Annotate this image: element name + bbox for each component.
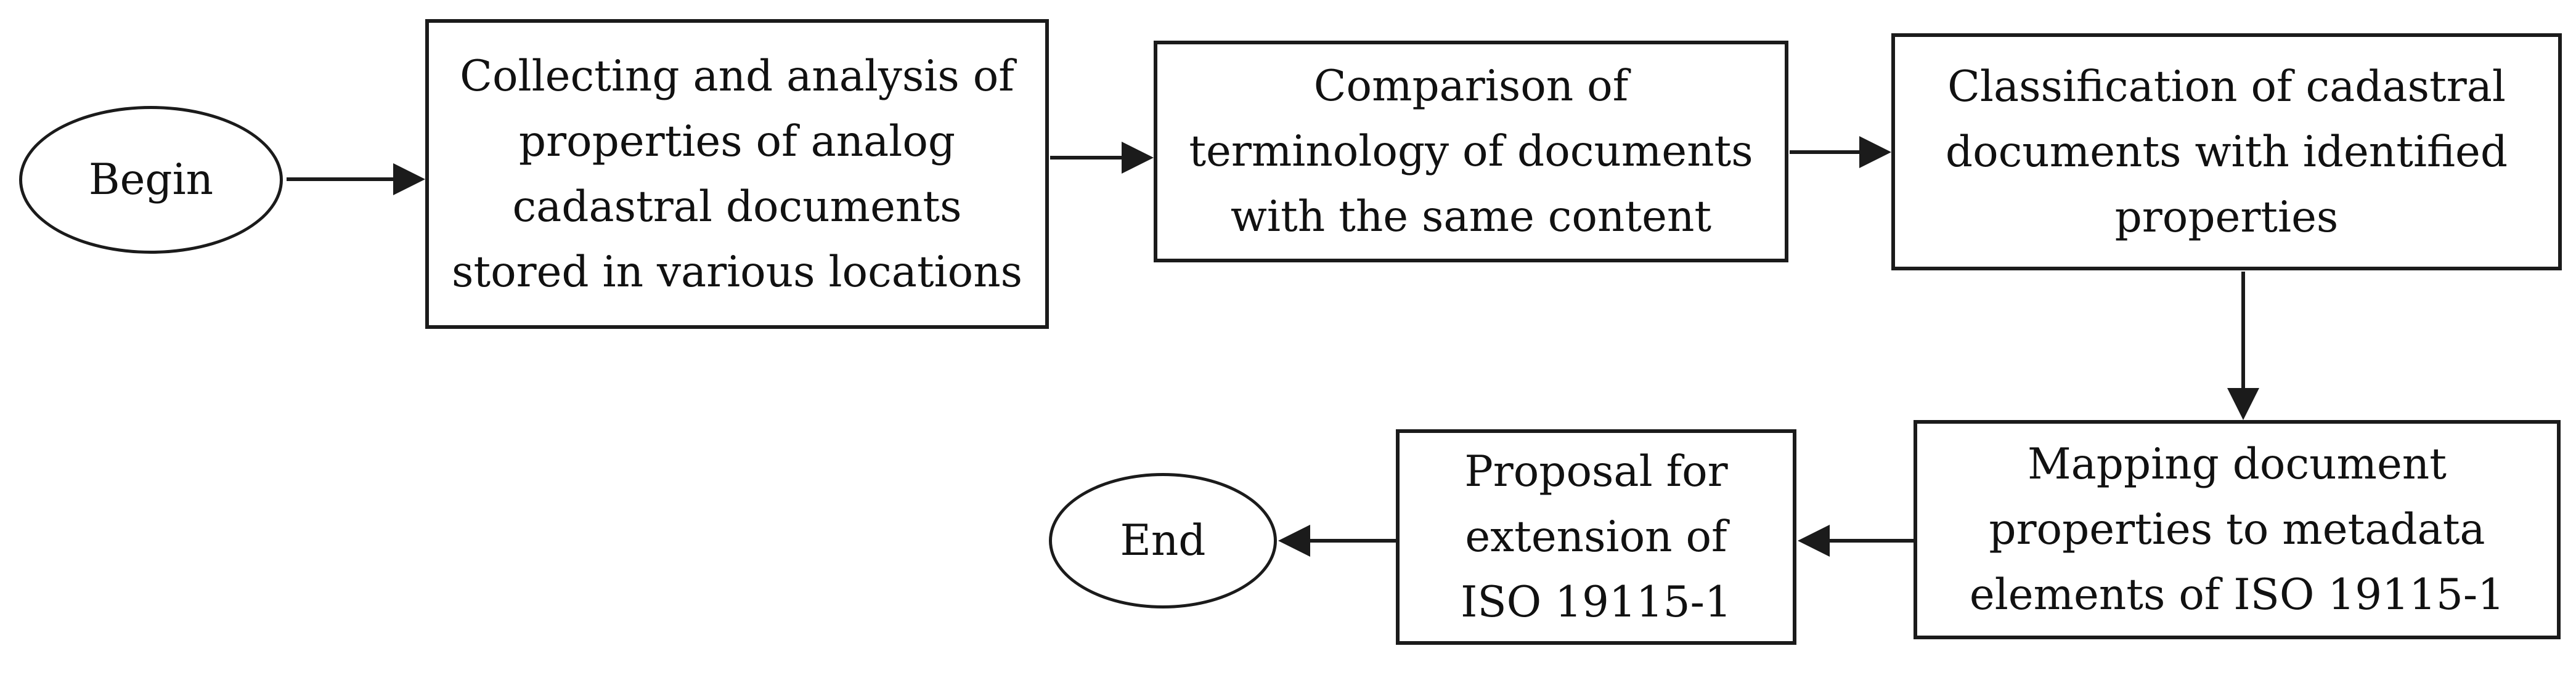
arrow-shaft [1306,539,1396,543]
arrowhead-left-icon [1798,525,1830,557]
node-end-label: End [1120,516,1206,565]
node-begin: Begin [19,106,283,254]
node-mapping-label: Mapping document properties to metadata … [1969,440,2505,620]
arrowhead-right-icon [393,163,425,195]
arrow-classification-to-mapping [2227,272,2259,420]
node-comparison: Comparison of terminology of documents w… [1154,41,1788,262]
arrow-shaft [1790,150,1863,154]
arrowhead-left-icon [1278,525,1310,557]
arrow-mapping-to-proposal [1798,525,1914,557]
arrowhead-right-icon [1859,136,1891,168]
arrow-shaft [1826,539,1914,543]
arrow-shaft [2241,272,2245,392]
node-proposal: Proposal for extension of ISO 19115-1 [1396,429,1796,645]
arrow-collecting-to-comparison [1050,142,1154,174]
node-comparison-label: Comparison of terminology of documents w… [1189,62,1753,241]
node-proposal-label: Proposal for extension of ISO 19115-1 [1461,447,1732,627]
arrow-begin-to-collecting [287,163,425,195]
node-collecting-label: Collecting and analysis of properties of… [451,51,1023,297]
node-mapping: Mapping document properties to metadata … [1914,420,2561,639]
node-end: End [1049,473,1277,608]
arrow-proposal-to-end [1278,525,1396,557]
node-collecting: Collecting and analysis of properties of… [425,19,1049,329]
arrow-shaft [287,177,397,181]
node-begin-label: Begin [88,155,214,204]
arrow-shaft [1050,156,1125,160]
arrowhead-right-icon [1122,142,1154,174]
arrowhead-down-icon [2227,388,2259,420]
node-classification-label: Classification of cadastral documents wi… [1945,62,2508,242]
node-classification: Classification of cadastral documents wi… [1891,33,2562,270]
arrow-comparison-to-classification [1790,136,1891,168]
